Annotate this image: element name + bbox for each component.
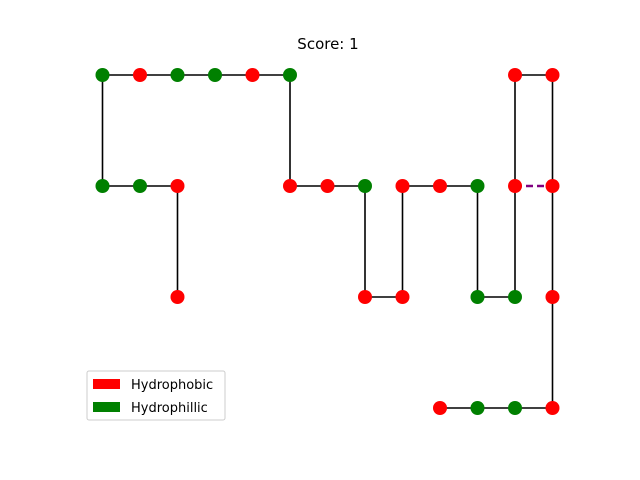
legend-swatch-hydrophillic [93,402,120,412]
residue-hydrophobic [508,179,522,193]
residue-hydrophobic [545,179,560,193]
residue-hydrophillic [95,68,110,82]
legend: Hydrophobic Hydrophillic [86,370,226,421]
residue-hydrophillic [508,401,522,415]
residue-hydrophillic [470,401,485,415]
residue-hydrophobic [545,401,560,415]
legend-swatch-hydrophobic [93,379,120,389]
residue-hydrophillic [95,179,110,193]
residue-hydrophobic [433,179,447,193]
residue-hydrophobic [545,68,560,82]
residue-hydrophobic [320,179,335,193]
residue-hydrophobic [433,401,447,415]
score-title: Score: 1 [297,35,358,53]
residue-hydrophobic [245,68,260,82]
residue-hydrophobic [395,179,410,193]
residue-hydrophillic [170,68,185,82]
residue-hydrophillic [133,179,147,193]
residue-hydrophillic [283,68,297,82]
residue-hydrophobic [133,68,147,82]
residue-hydrophobic [170,290,185,304]
residue-hydrophillic [358,179,372,193]
backbone-bonds [101,74,554,409]
residue-hydrophillic [470,290,485,304]
residue-hydrophobic [170,179,185,193]
legend-label-hydrophobic: Hydrophobic [131,378,213,393]
legend-frame [86,370,226,421]
residue-hydrophillic [208,68,222,82]
legend-label-hydrophillic: Hydrophillic [131,401,208,416]
residues [95,68,560,415]
residue-hydrophillic [470,179,485,193]
residue-hydrophobic [283,179,297,193]
residue-hydrophobic [395,290,410,304]
residue-hydrophobic [545,290,560,304]
residue-hydrophobic [358,290,372,304]
residue-hydrophobic [508,68,522,82]
residue-hydrophillic [508,290,522,304]
